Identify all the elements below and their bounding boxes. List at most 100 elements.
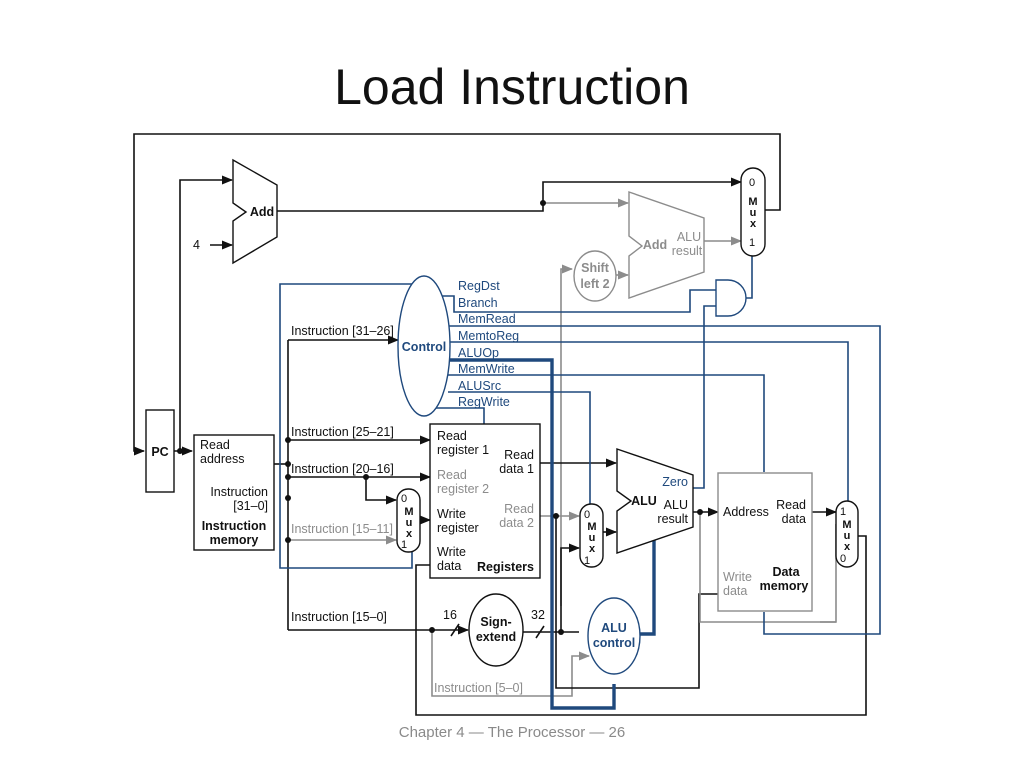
alusrc-mux-x: x [589, 543, 596, 555]
read-data2-to-mem-wire [555, 516, 718, 689]
dmem-write-2: data [723, 584, 747, 598]
shift-label-2: left 2 [580, 277, 609, 291]
reg-wdata-1: Write [437, 545, 466, 559]
alusrc-signal [448, 391, 591, 506]
pc-to-add-wire [179, 175, 234, 451]
imem-instr-2: [31–0] [233, 499, 268, 513]
alu-result-1: ALU [664, 498, 688, 512]
imem-read-2: address [200, 452, 244, 466]
dmem-read-2: data [782, 512, 806, 526]
reg-write-1: Write [437, 507, 466, 521]
alu-label: ALU [631, 494, 657, 508]
reg-rdata2-1: Read [504, 502, 534, 516]
branch-signal [442, 289, 716, 313]
signal-regwrite: RegWrite [458, 395, 510, 409]
pcsrc-mux-in0: 0 [749, 177, 755, 189]
alu-zero-label: Zero [662, 475, 688, 489]
zero-signal [690, 305, 716, 489]
dmem-write-1: Write [723, 570, 752, 584]
memread-signal [448, 325, 881, 635]
data-memory: Address Read data Write data Data memory [717, 472, 813, 612]
regdst-signal [279, 283, 426, 569]
imem-name-2: memory [210, 533, 259, 547]
instr-20-16-to-mux [365, 477, 398, 505]
reg-name: Registers [477, 560, 534, 574]
signal-memtoreg: MemtoReg [458, 329, 519, 343]
aluop-signal [448, 358, 616, 710]
instruction-memory: Read address Instruction [31–0] Instruct… [193, 434, 275, 551]
constant-four: 4 [193, 238, 200, 252]
dmem-address: Address [723, 505, 769, 519]
register-file: Read register 1 Read register 2 Write re… [429, 423, 541, 579]
branch-adder: Add ALU result [628, 191, 705, 299]
alusrc-mux-u: u [589, 532, 596, 544]
field-15-11: Instruction [15–11] [291, 522, 393, 536]
pcsrc-mux-m: M [748, 196, 757, 208]
sign-extend-out-bits: 32 [531, 608, 545, 622]
write-back-wire [415, 535, 867, 716]
regdst-mux-in1: 1 [401, 539, 407, 551]
regwrite-signal [428, 407, 485, 424]
field-15-0: Instruction [15–0] [291, 610, 387, 624]
field-25-21: Instruction [25–21] [291, 425, 394, 439]
reg-read2-2: register 2 [437, 482, 489, 496]
junctions [177, 200, 703, 635]
dmem-name-2: memory [760, 579, 809, 593]
regdst-mux-x: x [406, 528, 413, 540]
pc-adder: Add [232, 158, 278, 265]
branch-adder-label: Add [643, 238, 667, 252]
memtoreg-mux-u: u [844, 530, 851, 542]
alu-control-2: control [593, 636, 635, 650]
signal-memwrite: MemWrite [458, 362, 515, 376]
imem-read-1: Read [200, 438, 230, 452]
memtoreg-mux: 1 M u x 0 [835, 500, 859, 568]
memtoreg-mux-in0: 0 [840, 553, 846, 565]
alusrc-mux-m: M [587, 521, 596, 533]
alu-result-2: result [657, 512, 688, 526]
reg-read2-1: Read [437, 468, 467, 482]
imem-name-1: Instruction [202, 519, 267, 533]
reg-rdata1-2: data 1 [499, 462, 534, 476]
sign-ext-to-mux [560, 543, 581, 632]
slide-title: Load Instruction [334, 59, 690, 115]
branch-and-gate [715, 279, 747, 317]
field-20-16: Instruction [20–16] [291, 462, 394, 476]
alu: ALU Zero ALU result [616, 448, 694, 554]
alusrc-mux-in0: 0 [584, 509, 590, 521]
pcsrc-mux-in1: 1 [749, 237, 755, 249]
sign-extend-in-bits: 16 [443, 608, 457, 622]
pcsrc-mux-x: x [750, 218, 757, 230]
alusrc-mux: 0 M u x 1 [579, 503, 604, 568]
slide-footer: Chapter 4 — The Processor — 26 [398, 724, 626, 741]
alu-control-1: ALU [601, 621, 627, 635]
signal-alusrc: ALUSrc [458, 379, 501, 393]
memtoreg-signal [448, 341, 849, 502]
reg-wdata-2: data [437, 559, 461, 573]
shift-left-2: Shift left 2 [573, 250, 617, 302]
signal-regdst: RegDst [458, 279, 500, 293]
regdst-mux-m: M [404, 506, 413, 518]
pcsrc-mux-u: u [750, 207, 757, 219]
branch-result-label: result [672, 244, 703, 258]
reg-rdata1-1: Read [504, 448, 534, 462]
pcsrc-mux: 0 M u x 1 [740, 167, 766, 257]
imm-to-shift-wire [560, 264, 574, 606]
memtoreg-mux-m: M [842, 519, 851, 531]
pc-plus4-wire [277, 177, 743, 212]
memtoreg-mux-x: x [844, 541, 851, 553]
alu-control-signal [640, 534, 656, 636]
control-signal-labels: RegDst Branch MemRead MemtoReg ALUOp Mem… [458, 279, 519, 409]
alu-control: ALU control [587, 597, 641, 675]
pc-next-wire [133, 133, 781, 456]
sign-extend-2: extend [476, 630, 516, 644]
dmem-name-1: Data [772, 565, 800, 579]
branch-alu-label: ALU [677, 230, 701, 244]
reg-read1-2: register 1 [437, 443, 489, 457]
field-5-0: Instruction [5–0] [434, 681, 523, 695]
regdst-mux-u: u [406, 517, 413, 529]
instr-5-0-wire [431, 630, 591, 697]
reg-write-2: register [437, 521, 479, 535]
dmem-read-1: Read [776, 498, 806, 512]
regdst-mux: 0 M u x 1 [396, 488, 421, 553]
